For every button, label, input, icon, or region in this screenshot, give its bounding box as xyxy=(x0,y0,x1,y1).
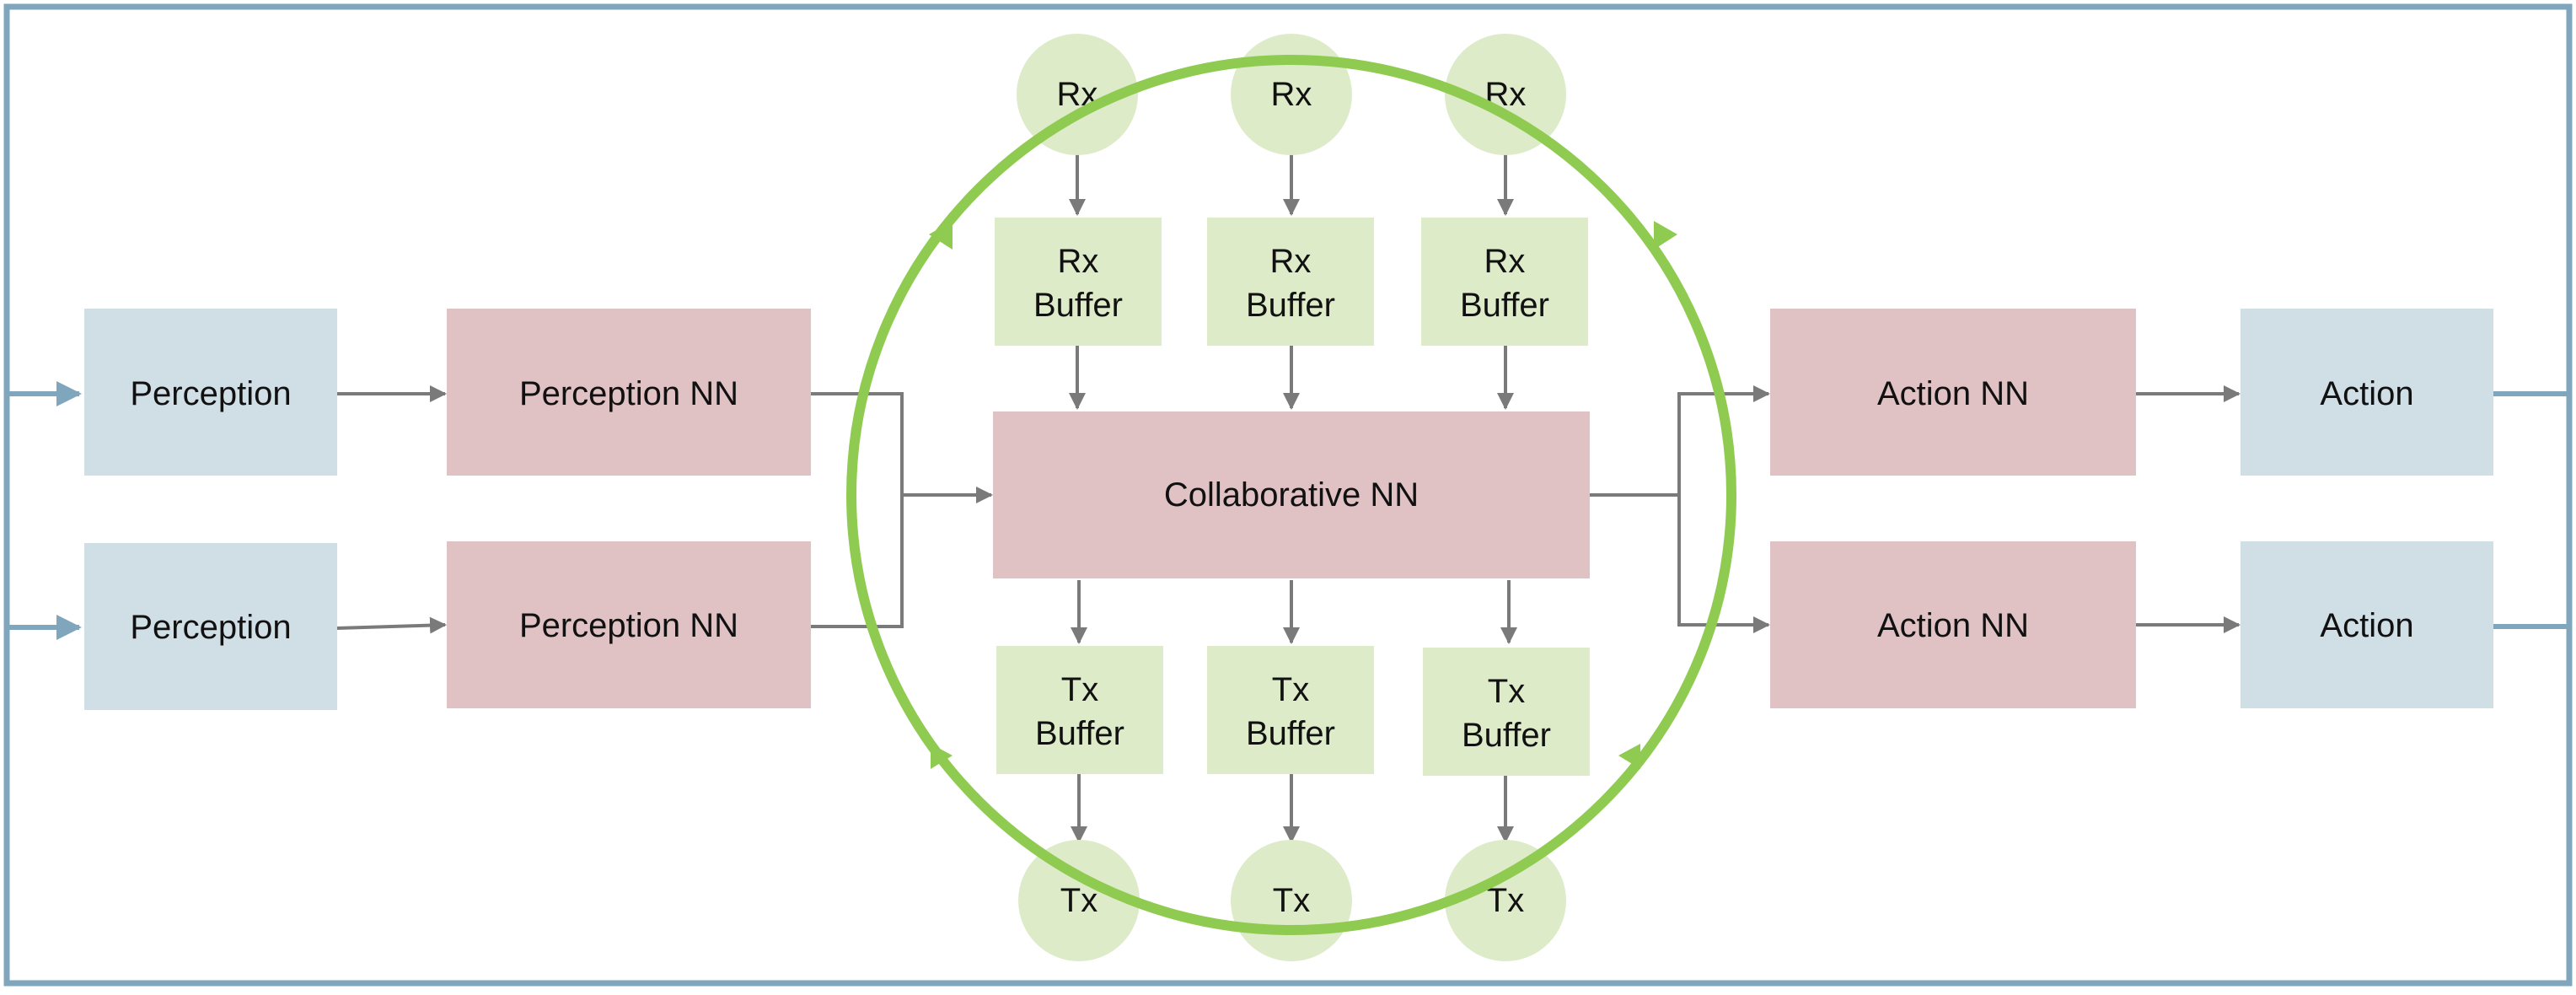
tx-buffer-3: Tx Buffer xyxy=(1423,648,1590,776)
perception-label-top: Perception xyxy=(130,375,291,412)
tx-node-3-label: Tx xyxy=(1487,882,1524,919)
action-box-bottom-bg xyxy=(2241,541,2493,708)
ring-arrow-top-left xyxy=(929,221,953,250)
tx-node-2: Tx xyxy=(1231,840,1352,961)
action-nn-label-bottom: Action NN xyxy=(1877,607,2029,644)
arrow-perception-nn-top-to-merge xyxy=(811,392,904,628)
ring-direction-arrows xyxy=(929,221,1677,769)
rx-node-1-circle xyxy=(1017,34,1138,155)
rx-buffer-3-line2: Buffer xyxy=(1460,287,1549,324)
rx-buffer-3-bg xyxy=(1421,218,1588,346)
rx-node-2: Rx xyxy=(1231,34,1352,155)
tx-buffer-2-bg xyxy=(1207,646,1374,774)
tx-buffer-2-line1: Tx xyxy=(1272,671,1309,708)
perception-nn-box-bottom-bg xyxy=(447,541,811,708)
tx-node-3: Tx xyxy=(1445,840,1566,961)
action-nn-box-top-bg xyxy=(1770,309,2136,476)
perception-nn-box-top: Perception NN xyxy=(447,309,811,476)
perception-box-bottom: Perception xyxy=(84,543,337,710)
communication-ring xyxy=(846,55,1736,935)
perception-box-bottom-bg xyxy=(84,543,337,710)
action-label-top: Action xyxy=(2320,375,2413,412)
rx-buffer-3-line1: Rx xyxy=(1484,243,1526,280)
tx-buffer-3-line2: Buffer xyxy=(1462,717,1551,754)
perception-nn-box-top-bg xyxy=(447,309,811,476)
action-nn-label-top: Action NN xyxy=(1877,375,2029,412)
action-nn-box-bottom: Action NN xyxy=(1770,541,2136,708)
action-label-bottom: Action xyxy=(2320,607,2413,644)
perception-nn-label-top: Perception NN xyxy=(519,375,738,412)
perception-box-top-bg xyxy=(84,309,337,476)
tx-buffer-2-line2: Buffer xyxy=(1246,715,1335,752)
tx-buffer-3-bg xyxy=(1423,648,1590,776)
ring-arrow-bottom-left xyxy=(931,744,953,769)
rx-buffer-2-bg xyxy=(1207,218,1374,346)
perception-nn-box-bottom: Perception NN xyxy=(447,541,811,708)
tx-node-1-circle xyxy=(1018,840,1140,961)
rx-buffer-2-line2: Buffer xyxy=(1246,287,1335,324)
perception-label-bottom: Perception xyxy=(130,609,291,646)
action-nn-box-bottom-bg xyxy=(1770,541,2136,708)
tx-node-2-label: Tx xyxy=(1273,882,1310,919)
tx-node-3-circle xyxy=(1445,840,1566,961)
ring-arrow-top-right xyxy=(1654,221,1677,250)
tx-buffer-1: Tx Buffer xyxy=(996,646,1163,774)
connector-arrows xyxy=(336,152,2241,843)
rx-node-1: Rx xyxy=(1017,34,1138,155)
rx-buffer-1-bg xyxy=(995,218,1162,346)
outer-frame xyxy=(3,3,2573,987)
arrow-perception-to-nn-bottom xyxy=(336,616,447,634)
action-nn-box-top: Action NN xyxy=(1770,309,2136,476)
rx-buffer-1-line1: Rx xyxy=(1058,243,1099,280)
collaborative-nn-box: Collaborative NN xyxy=(993,411,1590,578)
tx-buffer-1-line2: Buffer xyxy=(1035,715,1124,752)
rx-buffer-2: Rx Buffer xyxy=(1207,218,1374,346)
perception-nn-label-bottom: Perception NN xyxy=(519,607,738,644)
collaborative-nn-label: Collaborative NN xyxy=(1164,476,1419,514)
tx-buffer-2: Tx Buffer xyxy=(1207,646,1374,774)
action-box-bottom: Action xyxy=(2241,541,2493,708)
rx-node-3-circle xyxy=(1445,34,1566,155)
rx-buffer-3: Rx Buffer xyxy=(1421,218,1588,346)
ring-arrow-bottom-right xyxy=(1618,744,1640,769)
tx-buffer-1-line1: Tx xyxy=(1061,671,1098,708)
action-box-top-bg xyxy=(2241,309,2493,476)
perception-box-top: Perception xyxy=(84,309,337,476)
rx-buffer-1: Rx Buffer xyxy=(995,218,1162,346)
rx-buffer-1-line2: Buffer xyxy=(1033,287,1123,324)
tx-buffer-1-bg xyxy=(996,646,1163,774)
action-box-top: Action xyxy=(2241,309,2493,476)
rx-node-2-label: Rx xyxy=(1271,76,1312,113)
rx-buffer-2-line1: Rx xyxy=(1270,243,1312,280)
tx-buffer-3-line1: Tx xyxy=(1488,673,1525,710)
collaborative-nn-box-bg xyxy=(993,411,1590,578)
